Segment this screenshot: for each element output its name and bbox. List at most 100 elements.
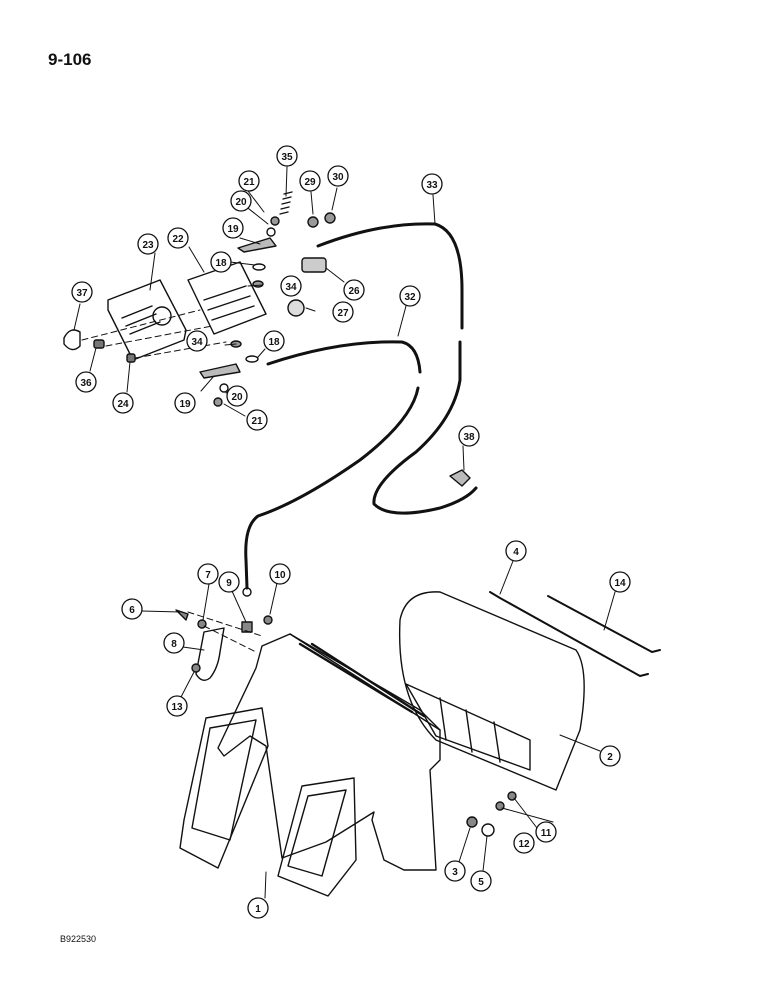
svg-text:23: 23 <box>142 240 154 251</box>
callout-19-lower: 19 <box>174 392 196 414</box>
mounting-plate-slot <box>211 305 255 321</box>
nut <box>324 212 336 224</box>
blower-cover-opening <box>405 683 531 771</box>
callout-2: 2 <box>599 745 621 767</box>
callout-20-upper: 20 <box>230 190 252 212</box>
cable-32 <box>244 386 420 590</box>
alignment-line <box>81 309 227 359</box>
leader-lines <box>73 166 616 899</box>
callout-7: 7 <box>197 563 219 585</box>
callout-13: 13 <box>166 695 188 717</box>
blower-vane <box>439 697 447 741</box>
svg-text:24: 24 <box>117 399 129 410</box>
spring <box>279 191 293 215</box>
svg-text:18: 18 <box>268 337 280 348</box>
resistor <box>287 299 305 317</box>
washer <box>219 383 229 393</box>
callout-34-upper: 34 <box>280 275 302 297</box>
alignment-line <box>187 611 263 653</box>
housing-body <box>217 633 441 871</box>
faceplate-slot <box>121 305 153 319</box>
washer <box>266 227 276 237</box>
rod-4 <box>489 591 649 677</box>
blower-cover-body <box>398 591 585 791</box>
housing-top-edge <box>289 633 441 731</box>
callout-38: 38 <box>458 425 480 447</box>
svg-text:9: 9 <box>226 578 232 589</box>
svg-text:12: 12 <box>518 839 530 850</box>
svg-text:38: 38 <box>463 432 475 443</box>
svg-text:4: 4 <box>513 547 519 558</box>
faceplate-slot <box>129 321 161 335</box>
svg-text:27: 27 <box>337 308 349 319</box>
clip <box>126 353 136 363</box>
screw <box>495 801 505 811</box>
callout-21-upper: 21 <box>238 170 260 192</box>
callouts: 1 2 3 4 5 6 7 8 9 10 11 12 13 14 18 18 1… <box>71 145 631 919</box>
callout-4: 4 <box>505 540 527 562</box>
svg-text:21: 21 <box>251 416 263 427</box>
svg-text:34: 34 <box>191 337 203 348</box>
svg-text:7: 7 <box>205 570 211 581</box>
control-lever-lower <box>199 363 241 379</box>
control-cables <box>242 222 478 597</box>
faceplate-slot <box>125 313 157 327</box>
page-number: 9-106 <box>48 50 92 69</box>
callout-33: 33 <box>421 173 443 195</box>
svg-text:29: 29 <box>304 177 316 188</box>
figure-code: B922530 <box>60 934 97 944</box>
callout-19-upper: 19 <box>222 217 244 239</box>
svg-text:21: 21 <box>243 177 255 188</box>
blower-cover <box>398 591 661 791</box>
mounting-plate-slot <box>207 295 251 311</box>
control-panel-assembly <box>63 191 336 407</box>
clip <box>93 339 105 349</box>
blower-vane <box>465 709 473 753</box>
svg-text:30: 30 <box>332 172 344 183</box>
faceplate-knob-hole <box>152 306 172 326</box>
gasket <box>195 627 225 681</box>
svg-text:6: 6 <box>129 605 135 616</box>
faceplate <box>107 279 187 361</box>
svg-text:14: 14 <box>614 578 626 589</box>
callout-18-lower: 18 <box>263 330 285 352</box>
left-air-duct-opening <box>191 719 257 841</box>
callout-11: 11 <box>535 821 557 843</box>
callout-14: 14 <box>609 571 631 593</box>
svg-text:33: 33 <box>426 180 438 191</box>
washer <box>252 280 264 288</box>
heater-housing <box>175 609 517 897</box>
svg-text:26: 26 <box>348 286 360 297</box>
nut <box>191 663 201 673</box>
svg-text:3: 3 <box>452 867 458 878</box>
svg-text:35: 35 <box>281 152 293 163</box>
washer <box>481 823 495 837</box>
screw <box>263 615 273 625</box>
right-air-duct <box>277 777 357 897</box>
blower-switch <box>301 257 327 273</box>
svg-text:13: 13 <box>171 702 183 713</box>
callout-20-lower: 20 <box>226 385 248 407</box>
nut <box>466 816 478 828</box>
right-air-duct-opening <box>287 789 347 877</box>
callout-8: 8 <box>163 632 185 654</box>
washer <box>252 263 266 271</box>
nut <box>270 216 280 226</box>
svg-text:20: 20 <box>235 197 247 208</box>
callout-24: 24 <box>112 392 134 414</box>
callout-30: 30 <box>327 165 349 187</box>
svg-text:1: 1 <box>255 904 261 915</box>
callout-18-upper: 18 <box>210 251 232 273</box>
callout-23: 23 <box>137 233 159 255</box>
callout-34-lower: 34 <box>186 330 208 352</box>
callout-6: 6 <box>121 598 143 620</box>
callout-12: 12 <box>513 832 535 854</box>
cable-clip <box>449 469 471 487</box>
rod-14 <box>547 595 661 653</box>
svg-text:18: 18 <box>215 258 227 269</box>
control-knob <box>63 329 81 351</box>
svg-text:37: 37 <box>76 288 88 299</box>
svg-text:36: 36 <box>80 378 92 389</box>
svg-text:19: 19 <box>227 224 239 235</box>
